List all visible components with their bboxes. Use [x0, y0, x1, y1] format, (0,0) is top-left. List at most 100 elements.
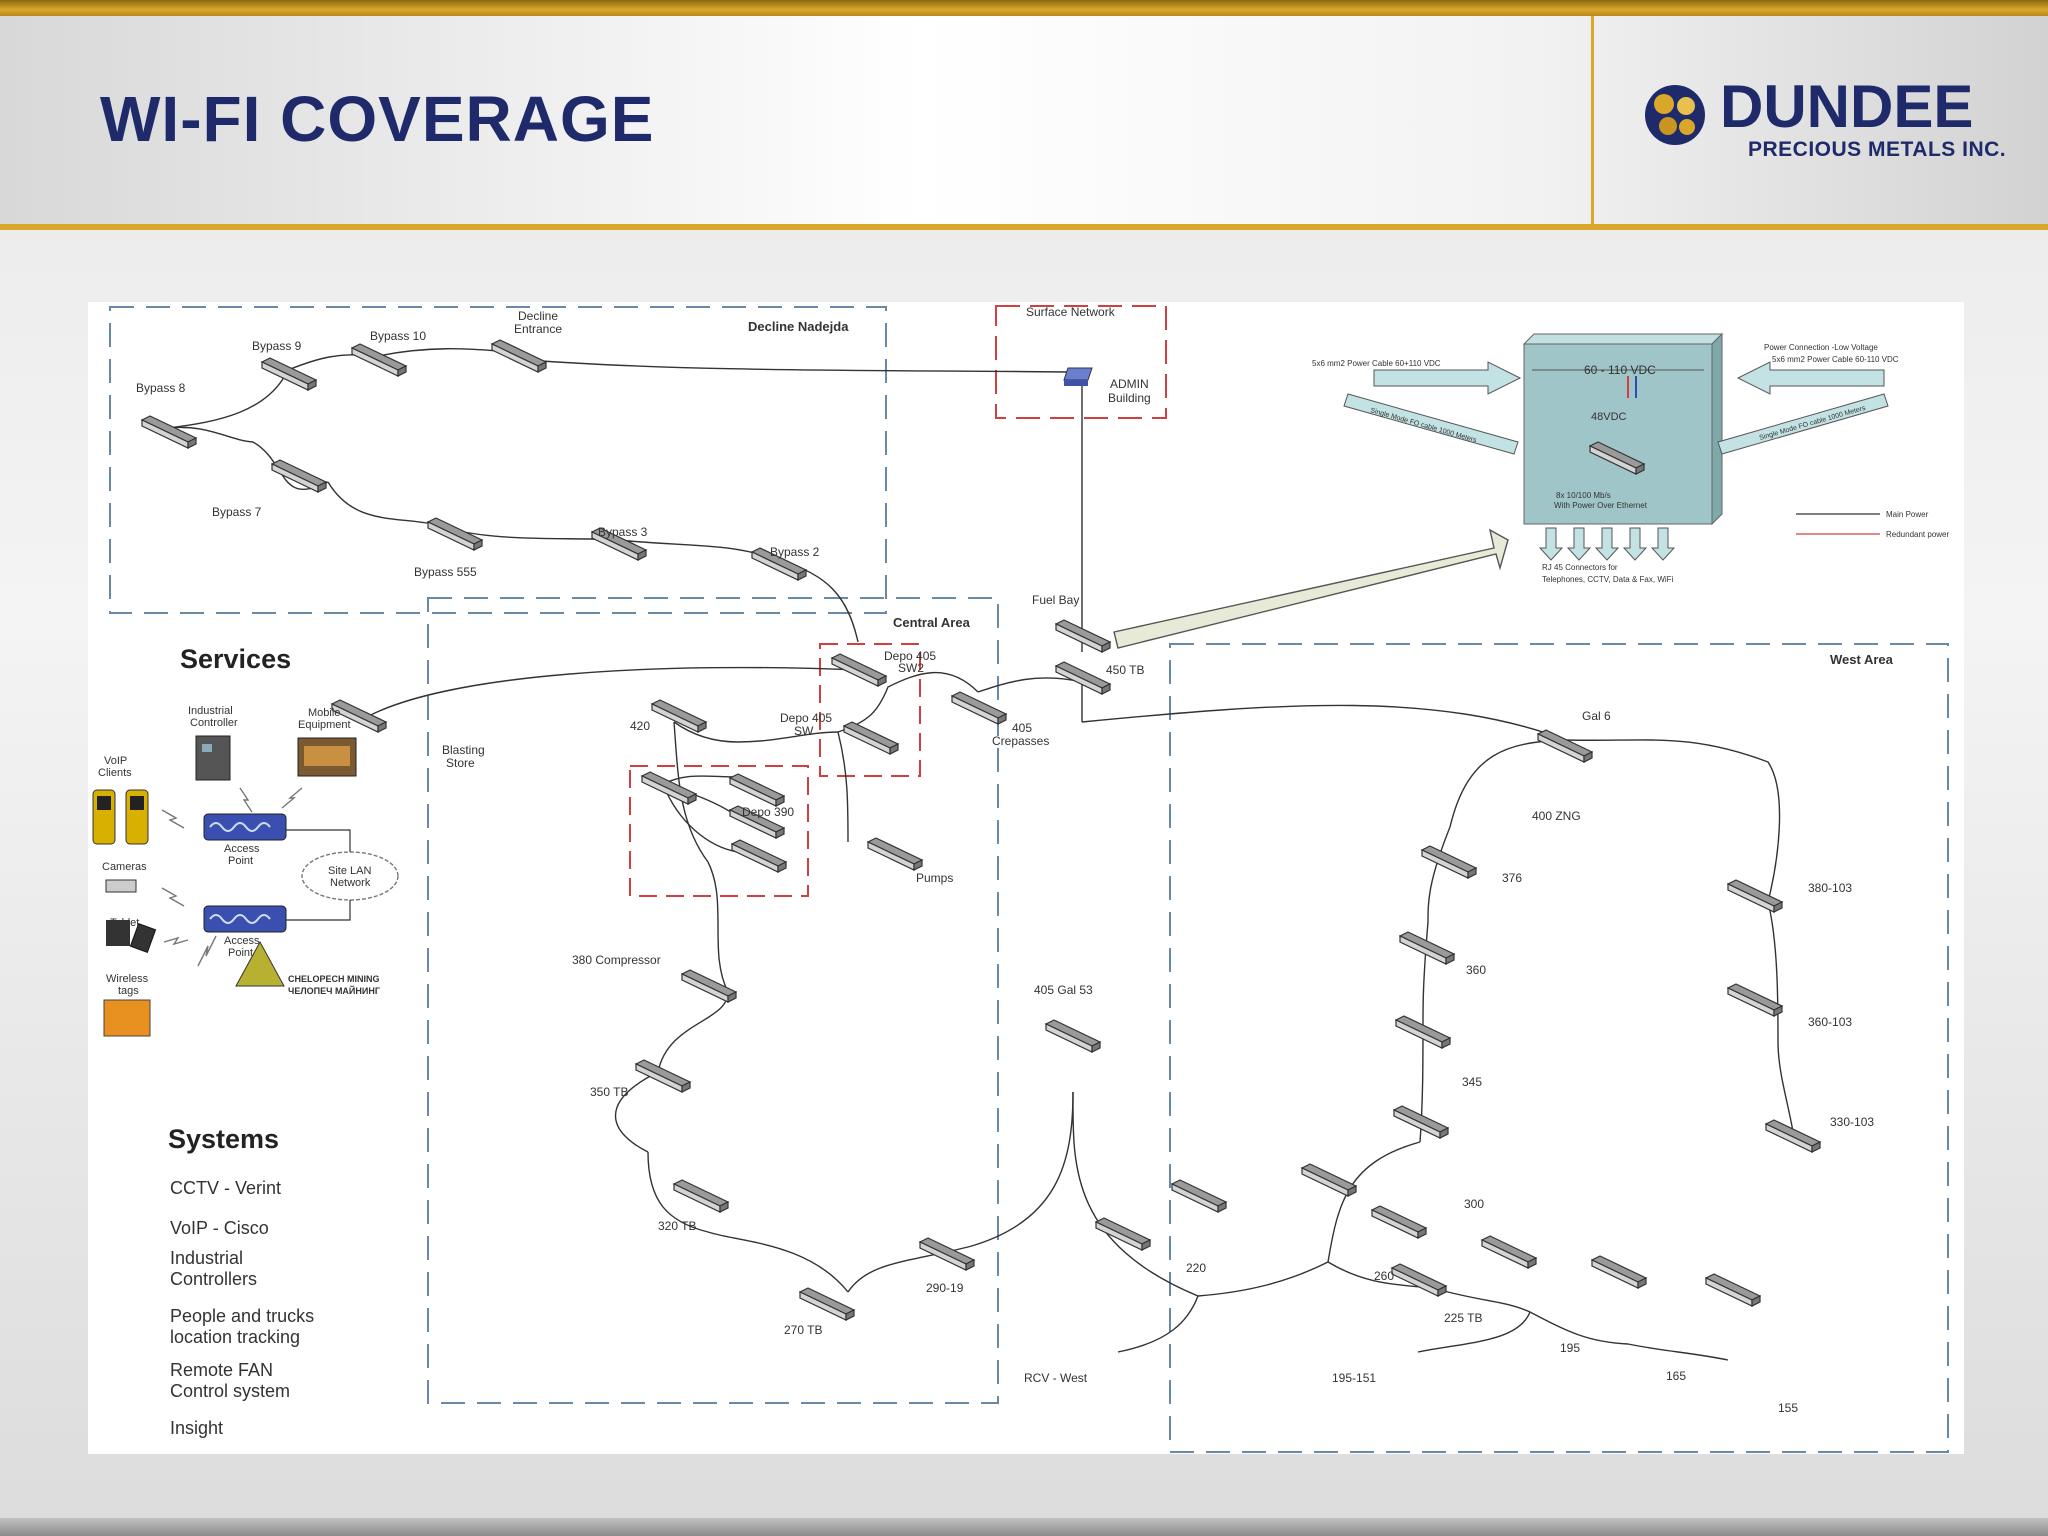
system-item: CCTV - Verint: [170, 1178, 282, 1198]
label-360: 360: [1466, 963, 1486, 977]
depo405-box: [819, 643, 921, 777]
admin-switch-icon: [1063, 367, 1093, 386]
label-260: 260: [1374, 1269, 1394, 1283]
system-item: People and trucks location tracking: [170, 1306, 315, 1347]
label-405-2: Crepasses: [992, 734, 1049, 748]
label-bypass555: Bypass 555: [414, 565, 477, 579]
ap-270tb: [799, 1287, 855, 1321]
label-290-19: 290-19: [926, 1281, 964, 1295]
ap-260: [1301, 1163, 1357, 1197]
ap-380-103: [1727, 879, 1783, 913]
cabinet-switch-2: With Power Over Ethernet: [1554, 501, 1648, 510]
depo390-box: [629, 765, 809, 897]
ap-depo390-d: [731, 839, 787, 873]
label-bypass9: Bypass 9: [252, 339, 302, 353]
ap-fuel-bay: [1055, 619, 1111, 653]
label-405-gal53: 405 Gal 53: [1034, 983, 1093, 997]
central-area-title: Central Area: [893, 615, 971, 630]
services-illustration: [92, 735, 399, 1037]
label-376: 376: [1502, 871, 1522, 885]
svc-voip-2: Clients: [98, 767, 132, 779]
logo-subtitle: PRECIOUS METALS INC.: [1748, 138, 2007, 161]
svc-tablet: Tablet: [110, 917, 139, 929]
right-note-1: Power Connection -Low Voltage: [1764, 343, 1878, 352]
label-bypass10: Bypass 10: [370, 329, 426, 343]
svc-voip-1: VoIP: [104, 755, 127, 767]
cabinet-detail: [1522, 332, 1724, 526]
header-band: [0, 16, 2048, 226]
label-380-compressor: 380 Compressor: [572, 953, 661, 967]
ap-225tb: [1371, 1205, 1427, 1239]
system-item: Industrial Controllers: [170, 1248, 258, 1289]
label-195-151: 195-151: [1332, 1371, 1376, 1385]
label-225tb: 225 TB: [1444, 1311, 1482, 1325]
ap-350tb: [635, 1059, 691, 1093]
label-bypass3: Bypass 3: [598, 525, 648, 539]
label-165: 165: [1666, 1369, 1686, 1383]
ap-165: [1591, 1255, 1647, 1289]
ap-pumps: [867, 837, 923, 871]
bottom-bar: [0, 1518, 2048, 1536]
svc-brand-2: ЧЕЛОПЕЧ МАЙНИНГ: [288, 985, 380, 996]
label-depo405sw-2: SW: [794, 724, 814, 738]
label-gal6: Gal 6: [1582, 709, 1611, 723]
surface-area-title: Surface Network: [1026, 305, 1116, 319]
decline-area-title: Decline Nadejda: [748, 319, 849, 334]
ap-290-19: [919, 1237, 975, 1271]
label-bypass8: Bypass 8: [136, 381, 186, 395]
ap-decline-entrance: [491, 339, 547, 373]
right-fo-note: Single Mode FO cable 1000 Meters: [1759, 405, 1867, 442]
label-155: 155: [1778, 1401, 1798, 1415]
label-decline-entrance-2: Entrance: [514, 322, 562, 336]
label-380-103: 380-103: [1808, 881, 1852, 895]
label-admin-2: Building: [1108, 391, 1151, 405]
label-pumps: Pumps: [916, 871, 953, 885]
svc-mobile-2: Equipment: [298, 719, 351, 731]
ap-bypass10: [351, 343, 407, 377]
network-diagram: Decline Nadejda Surface Network Central …: [88, 302, 1964, 1454]
west-area-title: West Area: [1830, 652, 1894, 667]
legend-redundant-label: Redundant power: [1886, 530, 1949, 539]
page-title: WI-FI COVERAGE: [100, 83, 655, 155]
label-depo405sw2-1: Depo 405: [884, 649, 936, 663]
central-area-box: [427, 597, 999, 1404]
label-rcv-west: RCV - West: [1024, 1371, 1088, 1385]
label-270tb: 270 TB: [784, 1323, 822, 1337]
header-divider: [1591, 16, 1594, 226]
dundee-logo: DUNDEE PRECIOUS METALS INC.: [1640, 72, 2010, 172]
label-345: 345: [1462, 1075, 1482, 1089]
label-300: 300: [1464, 1197, 1484, 1211]
header-gold-line: [0, 224, 2048, 230]
rj45-note-1: RJ 45 Connectors for: [1542, 563, 1618, 572]
svc-industrial-2: Controller: [190, 717, 238, 729]
label-405-1: 405: [1012, 721, 1032, 735]
system-item: Remote FAN Control system: [170, 1360, 291, 1401]
label-admin-1: ADMIN: [1110, 377, 1149, 391]
label-360-103: 360-103: [1808, 1015, 1852, 1029]
ap-320tb: [673, 1179, 729, 1213]
ap-376: [1421, 845, 1477, 879]
ap-220: [1171, 1179, 1227, 1213]
svc-lan-2: Network: [330, 877, 371, 889]
ap-420: [651, 699, 707, 733]
system-item: VoIP - Cisco: [170, 1218, 269, 1238]
label-fuel-bay: Fuel Bay: [1032, 593, 1079, 607]
legend-main-label: Main Power: [1886, 510, 1929, 519]
svc-brand-1: CHELOPECH MINING: [288, 974, 380, 984]
cabinet-voltage-top: 60 - 110 VDC: [1584, 363, 1656, 377]
ap-depo405-sw: [843, 721, 899, 755]
svc-wireless-2: tags: [118, 985, 139, 997]
logo-wordmark: DUNDEE: [1720, 73, 1974, 140]
label-350tb: 350 TB: [590, 1085, 628, 1099]
ap-155: [1705, 1273, 1761, 1307]
svc-ap2-1: Access: [224, 935, 260, 947]
label-decline-entrance-1: Decline: [518, 309, 558, 323]
surface-area-box: [995, 305, 1167, 419]
label-bypass2: Bypass 2: [770, 545, 820, 559]
label-depo390: Depo 390: [742, 805, 794, 819]
system-item: Insight: [170, 1418, 224, 1438]
svc-industrial-1: Industrial: [188, 705, 233, 717]
label-400zng: 400 ZNG: [1532, 809, 1581, 823]
ap-195: [1481, 1235, 1537, 1269]
label-220: 220: [1186, 1261, 1206, 1275]
